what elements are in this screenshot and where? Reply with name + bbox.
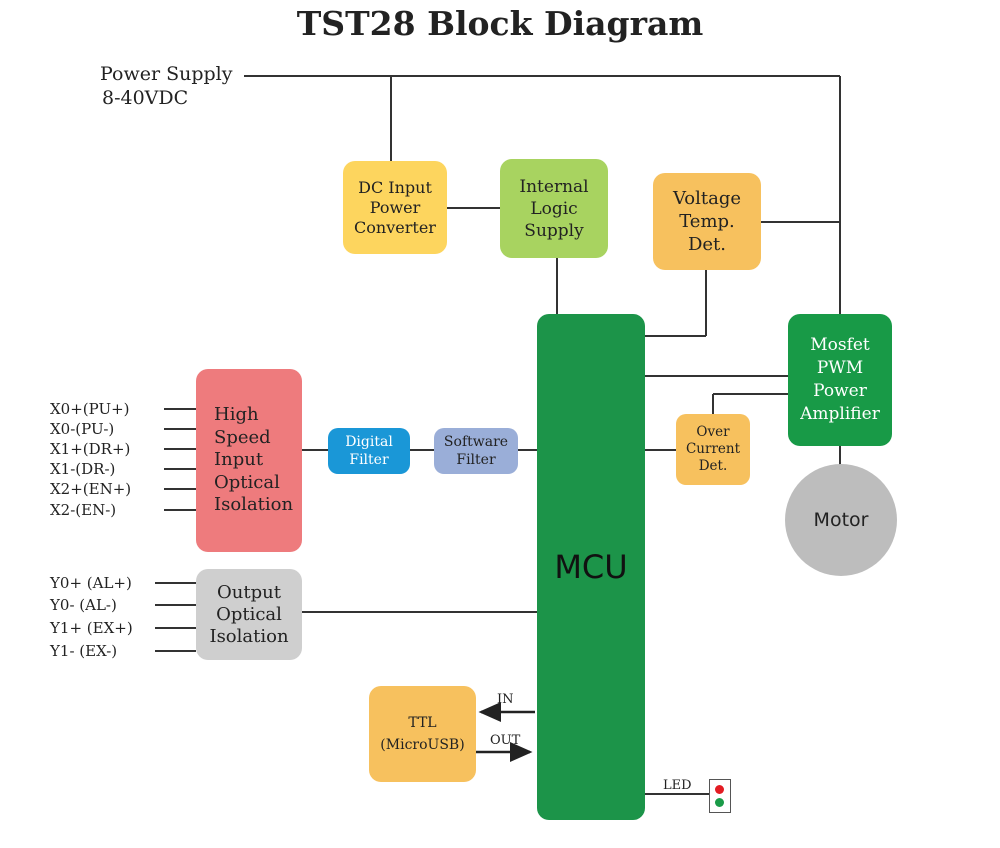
block-text: Over (696, 424, 730, 440)
block-text: PWM (816, 358, 864, 378)
block-text: Output (217, 581, 281, 603)
led-indicator (709, 779, 731, 813)
block-text: Voltage (672, 188, 742, 209)
output-pin-label: Y0- (AL-) (50, 596, 117, 614)
block-text: Amplifier (800, 404, 880, 424)
input-pin-label: X1-(DR-) (50, 460, 116, 478)
dc-input-power-converter-block: DC Input Power Converter (343, 161, 447, 254)
internal-logic-supply-block: Internal Logic Supply (500, 159, 608, 258)
block-text: Isolation (209, 625, 289, 647)
block-text: (MicroUSB) (380, 737, 465, 753)
block-text: Logic (530, 198, 578, 219)
input-pin-label: X2-(EN-) (50, 501, 117, 519)
power-supply-label: Power Supply 8-40VDC (100, 62, 232, 110)
led-red-dot (715, 785, 724, 794)
mcu-block: MCU (537, 314, 645, 820)
input-pin-label: X0+(PU+) (50, 400, 130, 418)
block-text: Det. (687, 234, 727, 255)
over-current-detection-block: Over Current Det. (676, 414, 750, 485)
block-text: Power (813, 381, 867, 401)
mcu-label: MCU (554, 548, 628, 586)
mosfet-pwm-amplifier-block: Mosfet PWM Power Amplifier (788, 314, 892, 446)
block-text: TTL (408, 715, 437, 731)
software-filter-block: Software Filter (434, 428, 518, 474)
block-text: Optical (216, 603, 282, 625)
block-text: DC Input (358, 177, 432, 197)
block-text: Input (214, 449, 264, 471)
power-supply-line1: Power Supply (100, 63, 233, 85)
block-text: Mosfet (810, 335, 870, 355)
power-supply-line2: 8-40VDC (102, 87, 189, 109)
led-label: LED (663, 778, 692, 793)
block-text: Digital (345, 434, 393, 450)
led-green-dot (715, 798, 724, 807)
input-pin-label: X0-(PU-) (50, 420, 115, 438)
digital-filter-block: Digital Filter (328, 428, 410, 474)
block-text: Filter (456, 452, 496, 468)
block-text: Speed (214, 426, 271, 448)
in-label: IN (497, 692, 514, 707)
out-label: OUT (490, 733, 521, 748)
motor-circle: Motor (785, 464, 897, 576)
output-pin-label: Y1- (EX-) (50, 642, 118, 660)
output-optical-isolation-block: Output Optical Isolation (196, 569, 302, 660)
output-pin-label: Y1+ (EX+) (50, 619, 133, 637)
block-text: Current (685, 441, 741, 457)
block-text: Filter (349, 452, 389, 468)
motor-label: Motor (813, 509, 869, 531)
high-speed-input-isolation-block: High Speed Input Optical Isolation (196, 369, 302, 552)
input-pin-label: X1+(DR+) (50, 440, 131, 458)
output-pin-label: Y0+ (AL+) (50, 574, 132, 592)
block-text: Supply (524, 220, 584, 241)
block-text: High (214, 404, 259, 426)
voltage-temp-detection-block: Voltage Temp. Det. (653, 173, 761, 270)
block-text: Power (369, 197, 421, 217)
block-text: Internal (519, 176, 589, 197)
block-text: Temp. (679, 211, 735, 232)
block-text: Optical (214, 471, 280, 493)
page-title: TST28 Block Diagram (296, 4, 704, 43)
input-pin-label: X2+(EN+) (50, 480, 132, 498)
block-text: Isolation (214, 494, 294, 516)
block-text: Det. (698, 458, 728, 474)
block-text: Converter (354, 217, 436, 237)
block-text: Software (443, 434, 509, 450)
ttl-microusb-block: TTL (MicroUSB) (369, 686, 476, 782)
